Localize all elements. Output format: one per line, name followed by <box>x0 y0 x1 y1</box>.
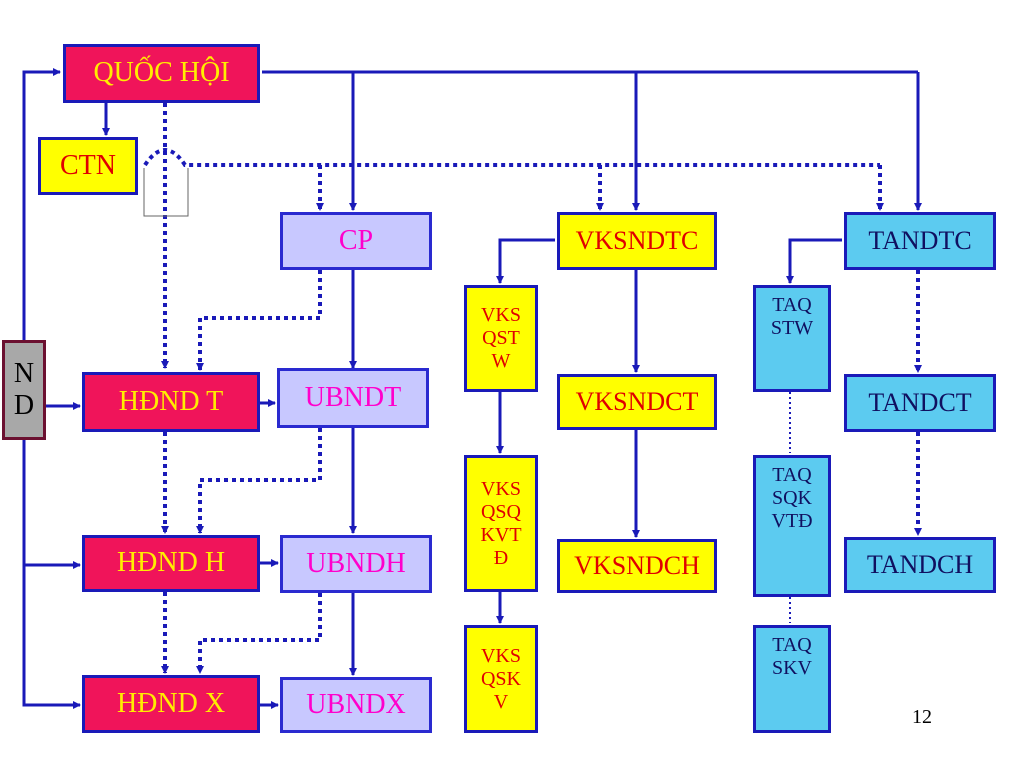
tandtc-label: TANDTC <box>868 226 972 256</box>
tandch-label: TANDCH <box>866 550 974 580</box>
vks-qstw-label: VKS QST W <box>480 304 521 372</box>
taq-sqkvtd-label: TAQ SQK VTĐ <box>771 464 813 532</box>
hdnd-t-label: HĐND T <box>118 385 224 417</box>
ubnd-x-label: UBNDX <box>306 688 406 720</box>
taq-stw-box: TAQ STW <box>753 285 831 392</box>
nd-to-qh-line <box>22 68 61 340</box>
ubnd-x-box: UBNDX <box>280 677 432 733</box>
tandct-box: TANDCT <box>844 374 996 432</box>
vksndch-box: VKSNDCH <box>557 539 717 593</box>
vksndtc-label: VKSNDTC <box>575 226 699 256</box>
hdnd-t-box: HĐND T <box>82 372 260 432</box>
vks-qskv-label: VKS QSK V <box>480 644 521 713</box>
cp-to-hdndt-dotted <box>196 270 322 371</box>
nd-label: N D <box>13 357 35 421</box>
ubnd-h-box: UBNDH <box>280 535 432 593</box>
cp-box: CP <box>280 212 432 270</box>
quoc-hoi-label: QUỐC HỘI <box>93 57 230 89</box>
taq-skv-label: TAQ SKV <box>771 634 812 679</box>
tandct-label: TANDCT <box>868 388 972 418</box>
vks-qsqkvtd-label: VKS QSQ KVT Đ <box>480 477 522 569</box>
ubndt-to-hdndh-dotted <box>196 428 322 534</box>
hdnd-x-box: HĐND X <box>82 675 260 733</box>
vksndct-box: VKSNDCT <box>557 374 717 430</box>
hdnd-x-label: HĐND X <box>116 687 226 719</box>
cp-label: CP <box>338 224 374 256</box>
tandtc-box: TANDTC <box>844 212 996 270</box>
vks-qsqkvtd-box: VKS QSQ KVT Đ <box>464 455 538 592</box>
tandtc-to-taqstw-line <box>786 238 842 284</box>
tandch-box: TANDCH <box>844 537 996 593</box>
ctn-label: CTN <box>60 149 116 181</box>
ctn-dotted-rail <box>143 148 880 167</box>
ubnd-t-box: UBNDT <box>277 368 429 428</box>
vksndct-label: VKSNDCT <box>575 387 699 417</box>
nd-to-hdndh-line <box>22 440 81 569</box>
ctn-junction-mark <box>143 168 189 217</box>
ctn-box: CTN <box>38 137 138 195</box>
vksndtc-to-vksqstw-line <box>496 238 555 284</box>
nd-to-hdndx-line <box>22 565 81 709</box>
ubnd-h-label: UBNDH <box>306 547 406 579</box>
page-number: 12 <box>912 706 932 728</box>
taq-skv-box: TAQ SKV <box>753 625 831 733</box>
vksndtc-box: VKSNDTC <box>557 212 717 270</box>
nd-box: N D <box>2 340 46 440</box>
vksndch-label: VKSNDCH <box>574 551 700 581</box>
vks-qskv-box: VKS QSK V <box>464 625 538 733</box>
hdnd-h-label: HĐND H <box>116 547 226 579</box>
taq-sqkvtd-box: TAQ SQK VTĐ <box>753 455 831 597</box>
taq-stw-label: TAQ STW <box>770 294 814 339</box>
hdnd-h-box: HĐND H <box>82 535 260 592</box>
ubndh-to-hdndx-dotted <box>196 593 322 674</box>
ubnd-t-label: UBNDT <box>304 381 402 413</box>
quoc-hoi-box: QUỐC HỘI <box>63 44 260 103</box>
vks-qstw-box: VKS QST W <box>464 285 538 392</box>
